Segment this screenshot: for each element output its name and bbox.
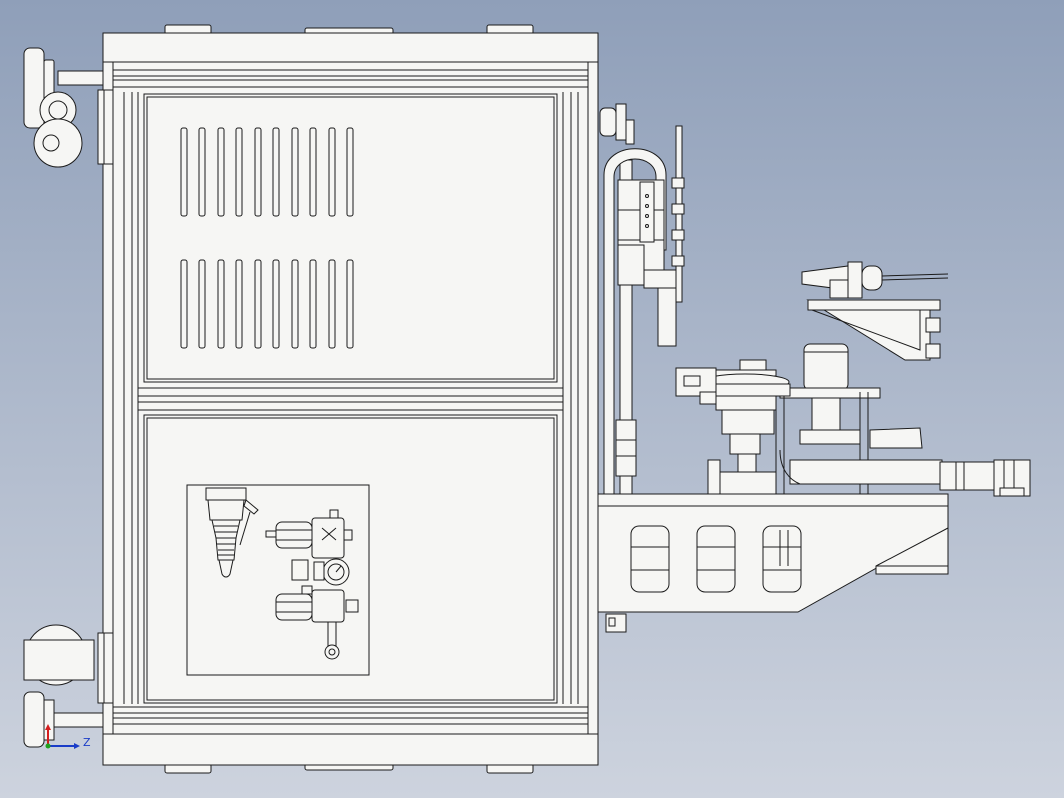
cabinet (102, 24, 599, 774)
caster-top (23, 47, 114, 168)
servo-motor (939, 459, 1031, 497)
x-axis-origin (45, 743, 51, 749)
caster-bottom (23, 624, 114, 748)
z-axis-arrow (74, 743, 80, 749)
rotary-table (675, 359, 791, 495)
base-plate (597, 493, 949, 633)
pneumatic-unit-box (186, 484, 370, 676)
coordinate-triad (45, 724, 80, 749)
camera-bracket (801, 261, 949, 361)
vertical-guide (599, 103, 685, 495)
vent-slots-upper (180, 127, 354, 217)
vent-slots-lower (180, 259, 354, 349)
y-axis-arrow (45, 724, 51, 730)
spindle-head (775, 343, 943, 494)
z-axis-label: Z (83, 736, 91, 749)
